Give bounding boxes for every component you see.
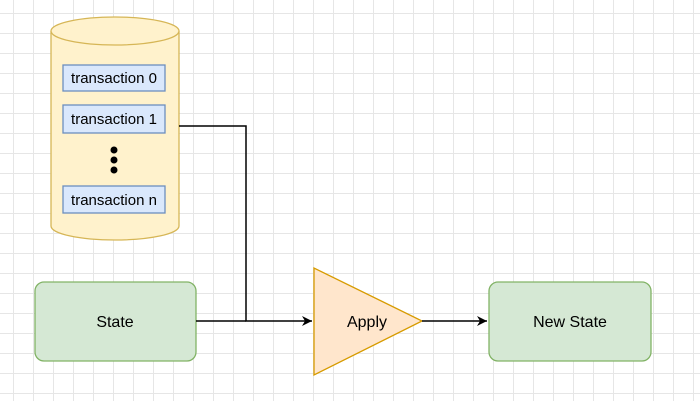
new-state-node[interactable]: New State	[488, 281, 652, 362]
edge-transactions-to-apply[interactable]	[179, 125, 312, 326]
transaction-1-label: transaction 1	[71, 111, 157, 128]
transaction-0-box	[62, 64, 166, 92]
transaction-1[interactable]: transaction 1	[62, 104, 166, 134]
new-state-box	[488, 281, 652, 362]
apply-label: Apply	[347, 314, 387, 331]
transaction-1-box	[62, 104, 166, 134]
cylinder-top	[50, 16, 180, 46]
apply-node[interactable]: Apply	[313, 266, 424, 377]
transaction-n[interactable]: transaction n	[62, 185, 166, 214]
new-state-label: New State	[533, 314, 607, 331]
ellipsis-dots	[110, 146, 118, 174]
apply-triangle	[313, 266, 424, 377]
transaction-0[interactable]: transaction 0	[62, 64, 166, 92]
state-node[interactable]: State	[34, 281, 197, 362]
state-label: State	[96, 314, 133, 331]
transaction-n-label: transaction n	[71, 192, 157, 209]
transaction-0-label: transaction 0	[71, 70, 157, 87]
transaction-n-box	[62, 185, 166, 214]
